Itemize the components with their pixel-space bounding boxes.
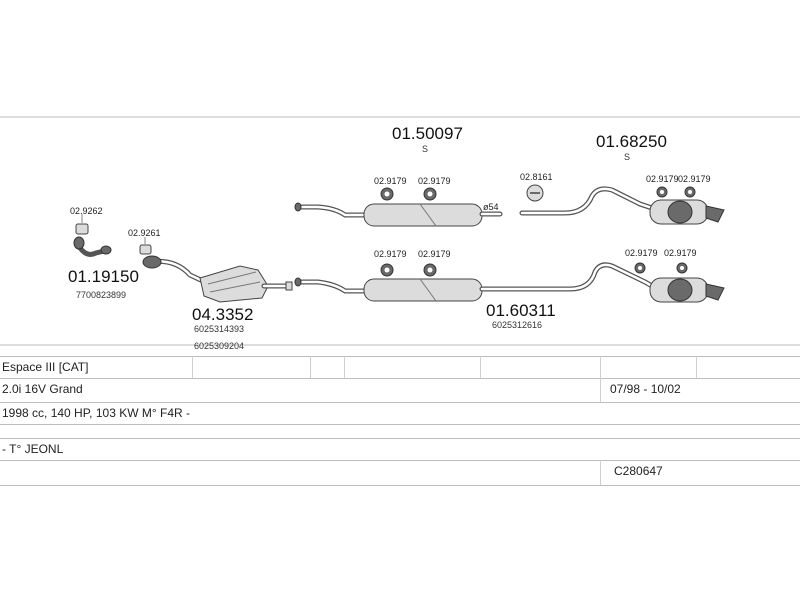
catalyst-part[interactable] — [142, 255, 293, 303]
full-system-number: 01.60311 — [486, 301, 556, 320]
spec-cell: 1998 cc, 140 HP, 103 KW M° F4R - — [2, 406, 190, 420]
hanger-rear-1-label: 02.9179 — [646, 174, 679, 184]
table-divider — [310, 356, 311, 378]
table-row: 2.0i 16V Grand 07/98 - 10/02 — [0, 378, 800, 400]
gasket-b-label: 02.9261 — [128, 228, 161, 238]
table-divider — [600, 356, 601, 402]
gasket-b-part[interactable] — [139, 237, 152, 255]
table-line — [0, 378, 800, 379]
hanger-full-4-part[interactable] — [676, 262, 688, 274]
hanger-middle-2-label: 02.9179 — [418, 176, 451, 186]
table-divider — [600, 460, 601, 485]
gasket-a-label: 02.9262 — [70, 206, 103, 216]
catalyst-number: 04.3352 — [192, 305, 253, 324]
code-cell: C280647 — [614, 464, 663, 478]
table-divider — [480, 356, 481, 378]
clamp-part[interactable] — [526, 184, 544, 202]
hanger-full-1-part[interactable] — [380, 263, 394, 277]
model-cell: Espace III [CAT] — [2, 360, 89, 374]
hanger-middle-2-part[interactable] — [423, 187, 437, 201]
table-divider — [696, 356, 697, 378]
table-divider — [192, 356, 193, 378]
hanger-full-2-label: 02.9179 — [418, 249, 451, 259]
table-row: 1998 cc, 140 HP, 103 KW M° F4R - — [0, 402, 800, 424]
middle-section-part[interactable] — [294, 202, 503, 227]
table-divider — [344, 356, 345, 378]
table-line — [0, 485, 800, 486]
years-cell: 07/98 - 10/02 — [610, 382, 681, 396]
table-row: - T° JEONL — [0, 438, 800, 460]
table-row: C280647 — [0, 460, 800, 482]
rear-section-number: 01.68250 — [596, 132, 667, 151]
catalyst-oem-1: 6025314393 — [194, 324, 244, 334]
front-pipe-part[interactable] — [73, 236, 112, 257]
full-system-part[interactable] — [294, 262, 725, 303]
gasket-a-part[interactable] — [75, 214, 89, 235]
full-system-oem: 6025312616 — [492, 320, 542, 330]
hanger-full-4-label: 02.9179 — [664, 248, 697, 258]
middle-section-tag: S — [422, 144, 428, 154]
middle-section-number: 01.50097 — [392, 124, 463, 143]
hanger-rear-1-part[interactable] — [656, 186, 668, 198]
front-pipe-oem: 7700823899 — [76, 290, 126, 300]
hanger-full-1-label: 02.9179 — [374, 249, 407, 259]
front-pipe-number: 01.19150 — [68, 267, 139, 286]
table-row: Espace III [CAT] — [0, 356, 800, 378]
diameter-label: ø54 — [483, 202, 499, 212]
table-line — [0, 356, 800, 357]
table-line — [0, 438, 800, 439]
table-line — [0, 424, 800, 425]
rear-section-part[interactable] — [519, 186, 725, 225]
hanger-middle-1-part[interactable] — [380, 187, 394, 201]
hanger-rear-2-part[interactable] — [684, 186, 696, 198]
catalyst-oem-2: 6025309204 — [194, 341, 244, 351]
clamp-label: 02.8161 — [520, 172, 553, 182]
hanger-full-3-part[interactable] — [634, 262, 646, 274]
type-cell: - T° JEONL — [2, 442, 64, 456]
hanger-full-2-part[interactable] — [423, 263, 437, 277]
hanger-middle-1-label: 02.9179 — [374, 176, 407, 186]
table-line — [0, 460, 800, 461]
rear-section-tag: S — [624, 152, 630, 162]
hanger-full-3-label: 02.9179 — [625, 248, 658, 258]
table-line — [0, 402, 800, 403]
hanger-rear-2-label: 02.9179 — [678, 174, 711, 184]
engine-cell: 2.0i 16V Grand — [2, 382, 83, 396]
